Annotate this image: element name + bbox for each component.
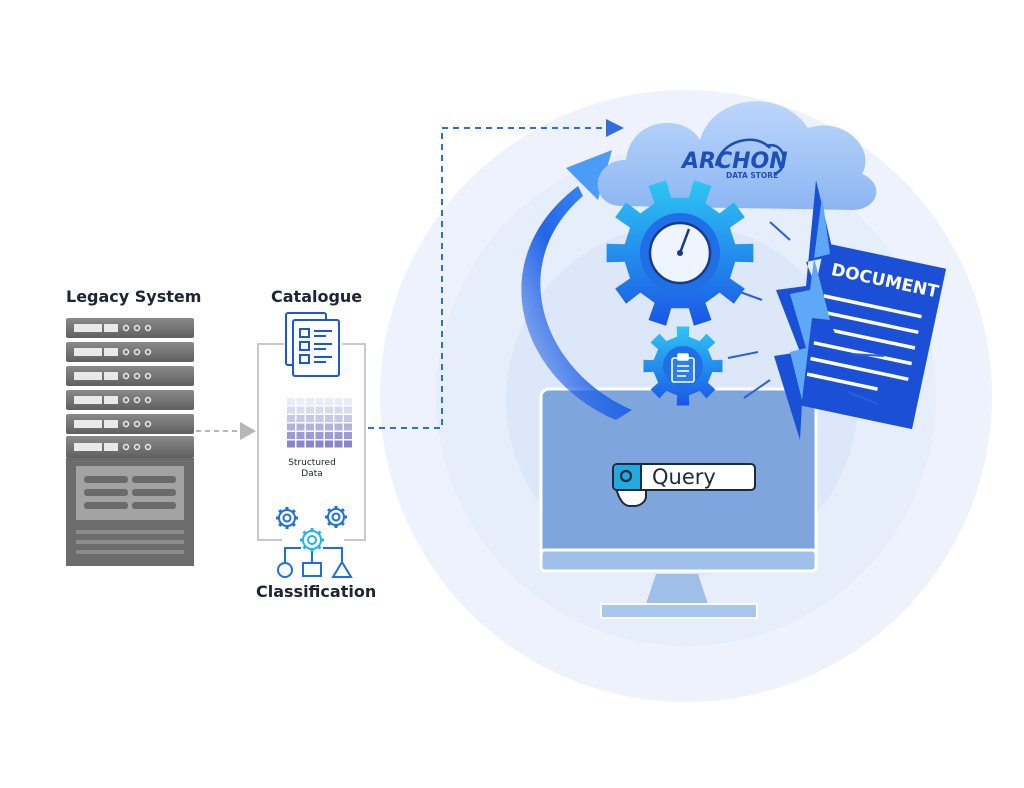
grid-cell xyxy=(334,398,343,405)
grid-cell xyxy=(344,423,352,431)
structured-data-line-2: Data xyxy=(301,469,323,479)
structured-data-label: Structured Data xyxy=(272,458,352,480)
gauge-icon xyxy=(648,221,712,285)
grid-cell xyxy=(306,406,314,414)
cloud-icon xyxy=(597,101,877,210)
catalogue-icon xyxy=(285,312,340,377)
grid-cell xyxy=(287,432,295,439)
grid-cell xyxy=(296,415,305,422)
dashed-connector-to-catalogue xyxy=(196,422,256,440)
grid-cell xyxy=(306,432,314,439)
grid-cell xyxy=(334,440,343,448)
grid-cell xyxy=(325,440,333,448)
legacy-system-label: Legacy System xyxy=(66,287,202,306)
grid-cell xyxy=(306,440,314,448)
archon-sub-brand-text: DATA STORE xyxy=(726,171,778,180)
grid-cell xyxy=(334,423,343,431)
grid-cell xyxy=(325,406,333,414)
grid-cell xyxy=(306,423,314,431)
grid-cell xyxy=(325,432,333,439)
grid-cell xyxy=(325,415,333,422)
search-button[interactable] xyxy=(614,465,642,489)
archon-brand-text: ARCHON xyxy=(680,149,788,174)
catalogue-bracket xyxy=(257,343,366,541)
classification-label: Classification xyxy=(256,582,377,601)
grid-cell xyxy=(296,406,305,414)
grid-cell xyxy=(315,398,324,405)
grid-cell xyxy=(334,406,343,414)
grid-cell xyxy=(287,406,295,414)
structured-data-grid-icon xyxy=(287,398,352,448)
grid-cell xyxy=(344,415,352,422)
archon-logo: ARCHON DATA STORE xyxy=(680,138,788,180)
grid-cell xyxy=(334,432,343,439)
grid-cell xyxy=(287,415,295,422)
grid-cell xyxy=(296,398,305,405)
grid-cell xyxy=(325,398,333,405)
grid-cell xyxy=(287,423,295,431)
server-rack-icon xyxy=(66,318,194,566)
grid-cell xyxy=(334,415,343,422)
dashed-connector-to-cloud xyxy=(368,119,624,429)
grid-cell xyxy=(325,423,333,431)
catalogue-label: Catalogue xyxy=(271,287,363,306)
document-icon: DOCUMENT xyxy=(790,242,947,430)
grid-cell xyxy=(315,415,324,422)
grid-cell xyxy=(296,423,305,431)
search-icon xyxy=(619,469,633,483)
structured-data-line-1: Structured xyxy=(288,458,336,468)
grid-cell xyxy=(344,406,352,414)
grid-cell xyxy=(315,406,324,414)
grid-cell xyxy=(315,423,324,431)
grid-cell xyxy=(287,440,295,448)
grid-cell xyxy=(344,440,352,448)
grid-cell xyxy=(344,398,352,405)
clipboard-icon xyxy=(671,353,695,383)
query-search-field[interactable]: Query xyxy=(612,463,756,491)
grid-cell xyxy=(296,432,305,439)
lightning-icon xyxy=(727,180,885,440)
grid-cell xyxy=(306,415,314,422)
query-label: Query xyxy=(652,465,716,489)
grid-cell xyxy=(296,440,305,448)
grid-cell xyxy=(315,440,324,448)
grid-cell xyxy=(287,398,295,405)
grid-cell xyxy=(306,398,314,405)
classification-gears-icon xyxy=(276,506,353,578)
grid-cell xyxy=(344,432,352,439)
grid-cell xyxy=(315,432,324,439)
